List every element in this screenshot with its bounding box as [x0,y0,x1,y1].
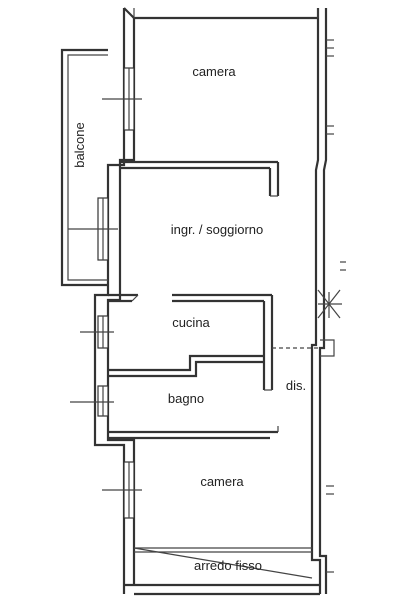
bottom-wall [124,583,320,596]
entrance-door [317,289,342,319]
outer-right-wall [310,8,328,594]
label-disimpegno: dis. [286,378,306,393]
window-soggiorno [68,197,118,261]
top-wall [133,8,319,20]
window-cucina [80,315,114,349]
window-camera-bottom [102,461,142,519]
window-camera-top [102,67,142,131]
wall-bagno-camera [108,426,279,440]
label-soggiorno: ingr. / soggiorno [171,222,264,237]
right-wall-details [326,39,346,573]
label-cucina: cucina [172,315,210,330]
label-arredo-fisso: arredo fisso [194,558,262,573]
label-bagno: bagno [168,391,204,406]
wall-cucina-bagno [108,354,264,378]
balcony [60,48,108,287]
right-step [320,339,335,357]
wall-camera-soggiorno [120,160,280,197]
fixed-furniture [133,547,313,579]
window-bagno [70,385,114,417]
label-camera-top: camera [192,64,236,79]
wall-soggiorno-cucina [108,293,274,391]
label-camera-bottom: camera [200,474,244,489]
label-balcone: balcone [72,122,87,168]
